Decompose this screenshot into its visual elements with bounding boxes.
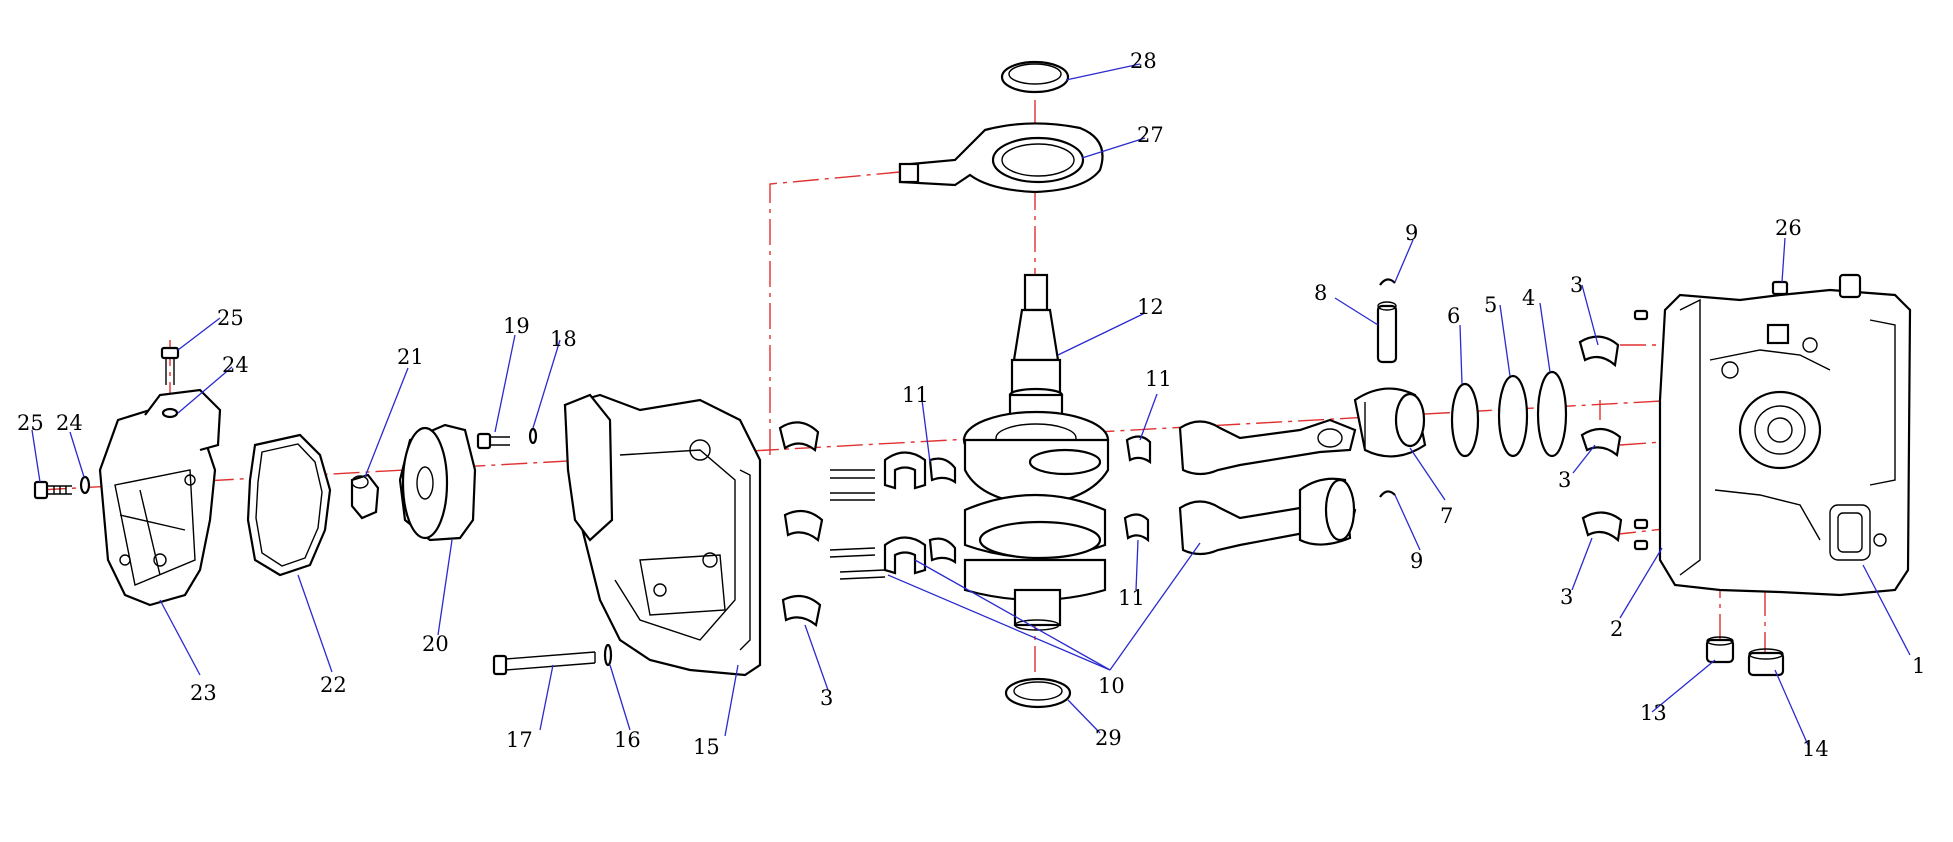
callout-25-top: 25 xyxy=(217,306,244,330)
callout-labels: 1 2 3 3 3 3 4 5 6 7 8 9 9 10 11 11 11 12… xyxy=(17,49,1925,761)
part-29-seal-bottom xyxy=(1004,677,1072,709)
part-24-washer-left xyxy=(79,475,91,495)
part-11-bearing-half-right-lower xyxy=(1123,513,1150,543)
part-13-cap xyxy=(1705,636,1735,664)
part-10-rod-cap-upper xyxy=(883,451,927,490)
part-24-washer-top xyxy=(161,407,179,419)
part-11-bearing-half-left-lower xyxy=(928,537,957,565)
part-16-washer xyxy=(603,643,613,667)
callout-7: 7 xyxy=(1440,504,1453,528)
callout-11-right-bottom: 11 xyxy=(1118,586,1145,610)
callout-28: 28 xyxy=(1130,49,1157,73)
part-20-flywheel xyxy=(398,423,477,542)
part-9-circlip-lower xyxy=(1379,490,1396,498)
callout-3-right-mid: 3 xyxy=(1558,468,1571,492)
callout-12: 12 xyxy=(1137,295,1164,319)
part-12-crankshaft xyxy=(962,273,1110,631)
part-14-cap xyxy=(1747,648,1785,677)
callout-18: 18 xyxy=(550,327,577,351)
callout-1: 1 xyxy=(1912,654,1925,678)
part-3-bearing-shell-2 xyxy=(783,509,824,542)
callout-11-right-top: 11 xyxy=(1145,367,1172,391)
part-3-bearing-shell-3 xyxy=(781,594,822,627)
callout-11-left: 11 xyxy=(902,383,929,407)
callout-16: 16 xyxy=(614,728,641,752)
part-11-bearing-half-left-upper xyxy=(928,457,957,485)
callout-15: 15 xyxy=(693,735,720,759)
part-26-plug xyxy=(1771,280,1789,296)
part-17-long-bolt xyxy=(492,651,596,676)
part-23-rear-cover xyxy=(98,388,222,607)
part-19-screw xyxy=(476,432,510,450)
part-9-circlip-upper xyxy=(1379,278,1396,286)
part-27-bearing-housing xyxy=(898,122,1104,194)
part-2-dowel-mid xyxy=(1633,518,1649,530)
part-10-rod-cap-lower xyxy=(883,536,927,575)
callout-4: 4 xyxy=(1522,286,1535,310)
callout-9-top: 9 xyxy=(1405,221,1418,245)
part-3-bearing-shell-1 xyxy=(778,421,820,453)
part-11-bearing-half-right-upper xyxy=(1125,435,1152,465)
callout-13: 13 xyxy=(1640,701,1667,725)
callout-17: 17 xyxy=(506,728,533,752)
callout-2: 2 xyxy=(1610,617,1623,641)
part-18-o-ring xyxy=(528,427,538,445)
callout-14: 14 xyxy=(1802,737,1829,761)
callout-8: 8 xyxy=(1314,281,1327,305)
part-28-seal-top xyxy=(1000,60,1070,94)
part-21-nut xyxy=(350,473,380,520)
callout-3-right-bottom: 3 xyxy=(1560,585,1573,609)
callout-3-right-top: 3 xyxy=(1570,273,1583,297)
part-2-dowel-upper xyxy=(1633,309,1649,321)
callout-19: 19 xyxy=(503,314,530,338)
part-4-ring xyxy=(1536,370,1568,458)
part-7-piston-lower xyxy=(1298,477,1356,546)
callout-23: 23 xyxy=(190,681,217,705)
callout-26: 26 xyxy=(1775,216,1802,240)
callout-10: 10 xyxy=(1098,674,1125,698)
part-25-bolt-left xyxy=(33,480,72,500)
callout-20: 20 xyxy=(422,632,449,656)
part-15-crankcase xyxy=(563,393,762,677)
part-3-bearing-shell-right-3 xyxy=(1581,511,1623,543)
callout-27: 27 xyxy=(1137,123,1164,147)
callout-3-middle: 3 xyxy=(820,686,833,710)
part-3-bearing-shell-right-1 xyxy=(1578,335,1620,368)
part-3-bearing-shell-right-2 xyxy=(1580,427,1622,458)
part-10-connecting-rod-upper xyxy=(1178,418,1357,476)
part-25-bolt-top xyxy=(160,346,180,385)
part-8-piston-pin xyxy=(1376,301,1398,364)
part-7-piston-upper xyxy=(1353,387,1427,458)
callout-21: 21 xyxy=(397,345,424,369)
part-1-cylinder-block xyxy=(1658,273,1912,597)
callout-29: 29 xyxy=(1095,726,1122,750)
callout-6: 6 xyxy=(1447,304,1460,328)
callout-24-top: 24 xyxy=(222,353,249,377)
callout-9-bottom: 9 xyxy=(1410,549,1423,573)
part-5-ring xyxy=(1497,374,1529,458)
callout-22: 22 xyxy=(320,673,347,697)
callout-5: 5 xyxy=(1484,293,1497,317)
part-10-rod-screws xyxy=(829,469,886,580)
callout-24-left: 24 xyxy=(56,411,83,435)
part-22-gasket xyxy=(246,433,332,577)
part-2-dowel-lower xyxy=(1633,539,1649,551)
part-6-ring xyxy=(1450,382,1480,458)
leader-lines xyxy=(31,63,1911,746)
callout-25-left: 25 xyxy=(17,411,44,435)
